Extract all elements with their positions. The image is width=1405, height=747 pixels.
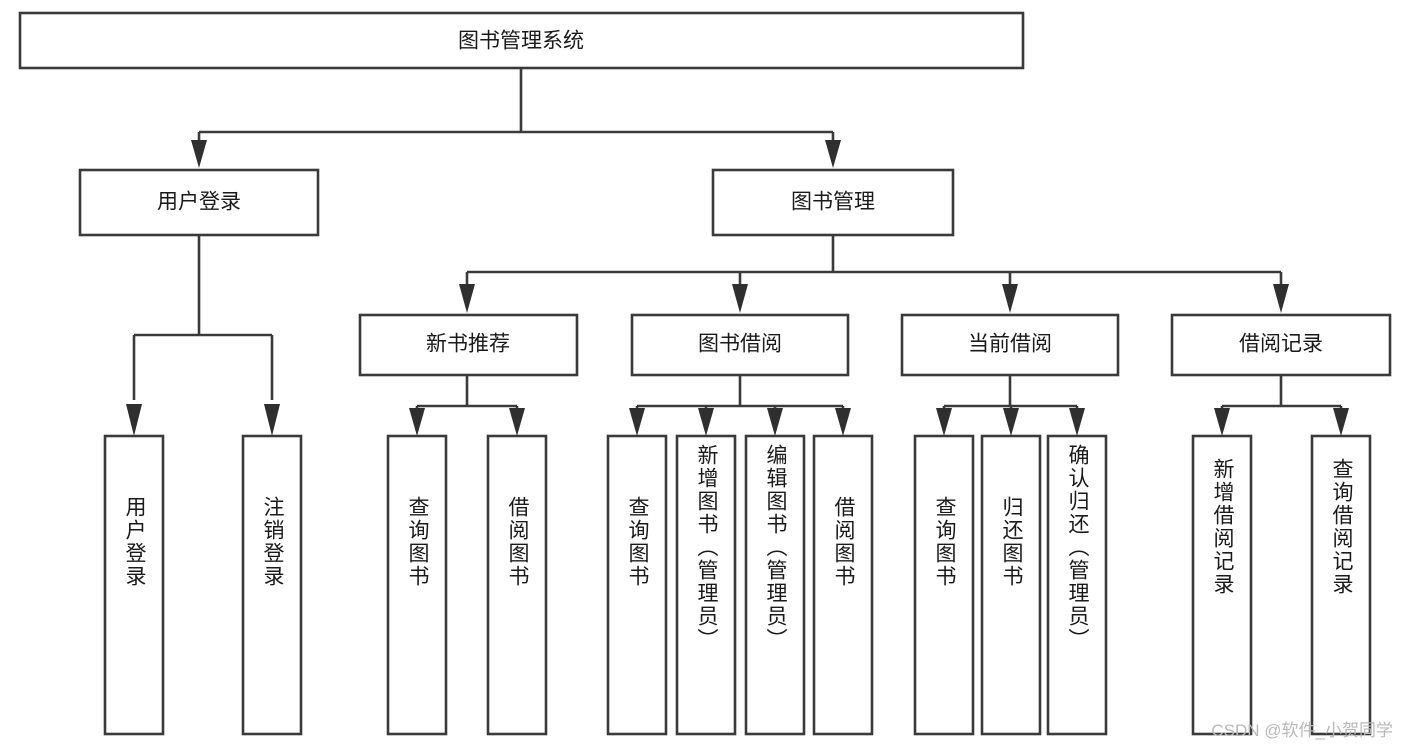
- node-leaf-edit-book-box[interactable]: [744, 434, 806, 736]
- csdn-watermark: CSDN @软件_小贺同学: [1211, 721, 1393, 740]
- connector-user-login-to-leaves: [126, 235, 280, 436]
- arrow-head-leaf-return-book: [1003, 408, 1019, 436]
- node-current-borrow-box[interactable]: [900, 313, 1120, 377]
- arrow-head-book-manage: [825, 140, 841, 168]
- node-leaf-return-book[interactable]: [980, 434, 1042, 736]
- node-book-borrow[interactable]: 图书借阅: [630, 313, 850, 377]
- node-leaf-query-book-3-box[interactable]: [913, 434, 975, 736]
- arrow-head-leaf-borrow-book-2: [835, 408, 851, 436]
- node-current-borrow[interactable]: 当前借阅: [900, 313, 1120, 377]
- node-leaf-return-book-box[interactable]: [980, 434, 1042, 736]
- arrow-head-leaf-query-book-3: [936, 408, 952, 436]
- node-leaf-borrow-book-2-box[interactable]: [812, 434, 874, 736]
- node-root-label: 图书管理系统: [458, 30, 584, 53]
- arrow-head-borrow-record: [1273, 284, 1289, 313]
- connector-current-borrow-to-leaves: [936, 375, 1085, 436]
- node-book-manage[interactable]: 图书管理: [711, 168, 955, 237]
- arrow-head-leaf-user-logout: [264, 404, 280, 436]
- arrow-head-leaf-confirm-return: [1069, 408, 1085, 436]
- node-leaf-add-record[interactable]: [1191, 434, 1253, 736]
- arrow-head-current-borrow: [1002, 284, 1018, 313]
- node-leaf-query-record[interactable]: [1310, 434, 1372, 736]
- arrow-head-leaf-add-record: [1214, 408, 1230, 436]
- node-leaf-query-book-2[interactable]: [606, 434, 668, 736]
- node-leaf-query-record-box[interactable]: [1310, 434, 1372, 736]
- node-leaf-confirm-return[interactable]: [1046, 434, 1108, 736]
- arrow-head-leaf-query-book-1: [409, 408, 425, 436]
- arrow-head-user-login: [191, 140, 207, 168]
- node-leaf-add-record-box[interactable]: [1191, 434, 1253, 736]
- node-leaf-user-login-box[interactable]: [103, 434, 165, 736]
- node-borrow-record[interactable]: 借阅记录: [1170, 313, 1392, 377]
- node-book-borrow-box[interactable]: [630, 313, 850, 377]
- node-user-login[interactable]: 用户登录: [78, 168, 320, 237]
- connector-new-book-rec-to-leaves: [409, 375, 525, 436]
- node-leaf-add-book-box[interactable]: [675, 434, 737, 736]
- node-current-borrow-label: 当前借阅: [968, 333, 1052, 356]
- node-leaf-borrow-book-1[interactable]: [486, 434, 548, 736]
- node-leaf-user-logout-box[interactable]: [241, 434, 303, 736]
- arrow-head-leaf-query-book-2: [629, 408, 645, 436]
- connector-borrow-record-to-leaves: [1214, 375, 1349, 436]
- arrow-head-new-book-rec: [459, 284, 475, 313]
- arrow-head-leaf-add-book: [698, 408, 714, 436]
- node-borrow-record-box[interactable]: [1170, 313, 1392, 377]
- connector-book-borrow-to-leaves: [629, 375, 851, 436]
- node-book-manage-box[interactable]: [711, 168, 955, 237]
- node-root[interactable]: 图书管理系统: [18, 11, 1025, 70]
- node-new-book-rec-label: 新书推荐: [426, 333, 510, 356]
- node-leaf-query-book-3[interactable]: [913, 434, 975, 736]
- node-new-book-rec[interactable]: 新书推荐: [358, 313, 579, 377]
- node-leaf-edit-book[interactable]: [744, 434, 806, 736]
- node-leaf-query-book-1-box[interactable]: [386, 434, 448, 736]
- arrow-head-leaf-edit-book: [767, 408, 783, 436]
- node-user-login-box[interactable]: [78, 168, 320, 237]
- node-leaf-confirm-return-box[interactable]: [1046, 434, 1108, 736]
- node-book-borrow-label: 图书借阅: [698, 333, 782, 356]
- connector-root-to-level1: [191, 68, 841, 168]
- node-book-manage-label: 图书管理: [791, 191, 875, 214]
- node-root-box[interactable]: [18, 11, 1025, 70]
- node-leaf-query-book-2-box[interactable]: [606, 434, 668, 736]
- node-leaf-add-book[interactable]: [675, 434, 737, 736]
- arrow-head-leaf-user-login: [126, 404, 142, 436]
- arrow-head-leaf-query-record: [1333, 408, 1349, 436]
- node-user-login-label: 用户登录: [157, 191, 241, 214]
- node-leaf-user-login[interactable]: [103, 434, 165, 736]
- node-leaf-query-book-1[interactable]: [386, 434, 448, 736]
- node-leaf-borrow-book-1-box[interactable]: [486, 434, 548, 736]
- node-borrow-record-label: 借阅记录: [1239, 333, 1323, 356]
- node-new-book-rec-box[interactable]: [358, 313, 579, 377]
- node-leaf-user-logout[interactable]: [241, 434, 303, 736]
- arrow-head-book-borrow: [732, 284, 748, 313]
- connector-book-manage-to-level2: [459, 235, 1289, 313]
- arrow-head-leaf-borrow-book-1: [509, 408, 525, 436]
- node-leaf-borrow-book-2[interactable]: [812, 434, 874, 736]
